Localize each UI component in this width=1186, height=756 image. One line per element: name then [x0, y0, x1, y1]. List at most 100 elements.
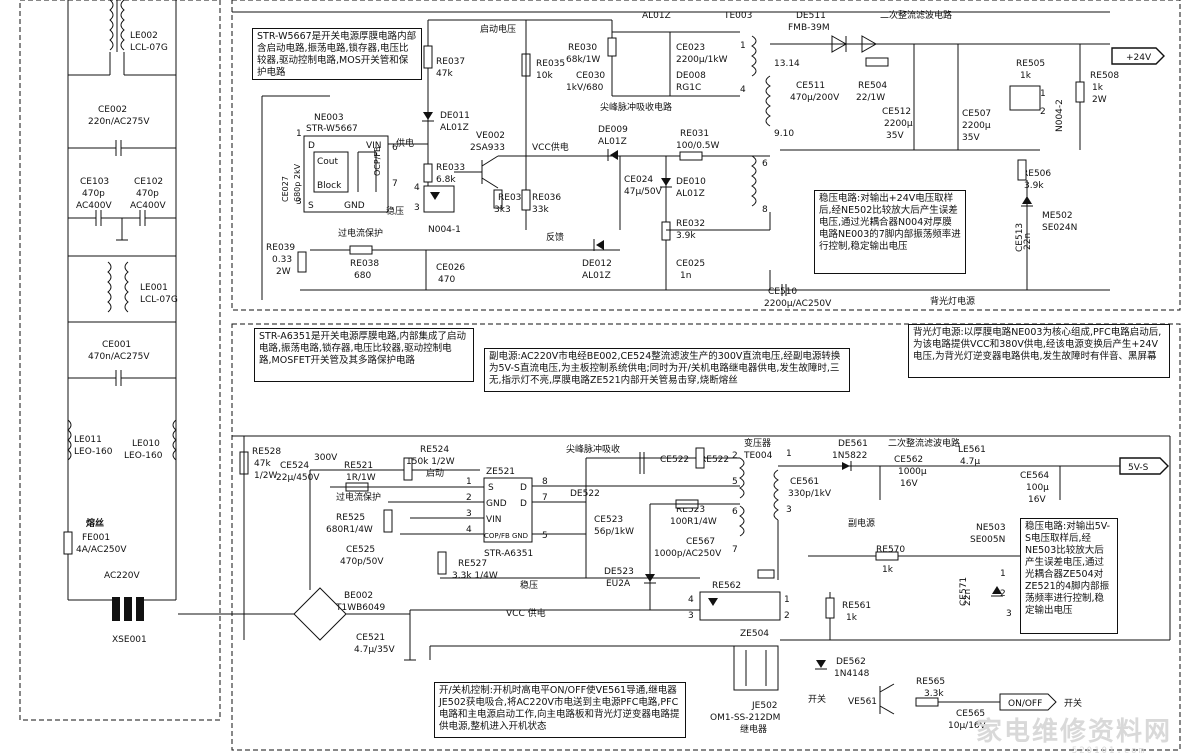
re033-label: RE033: [436, 163, 465, 173]
re527-label: RE527: [458, 559, 487, 569]
ce512-label: CE512: [882, 107, 911, 117]
svg-text:1: 1: [786, 449, 792, 459]
re525-label: RE525: [336, 513, 365, 523]
ce565-label: CE565: [956, 709, 985, 719]
de511-label: DE511: [796, 11, 826, 21]
de010-label: DE010: [676, 177, 706, 187]
regulate2-label: 稳压: [520, 579, 538, 591]
ce002-value: 220n/AC275V: [88, 117, 150, 127]
de011-label: DE011: [440, 111, 470, 121]
re036-value: 33k: [532, 205, 549, 215]
ne503-value: SE005N: [970, 535, 1005, 545]
v5s-label: 5V-S: [1128, 463, 1149, 473]
vcc-supply-label: VCC供电: [532, 141, 569, 153]
re039-watt: 2W: [276, 267, 291, 277]
le002-label: LE002: [130, 31, 158, 41]
ze521-pin-gnd2: GND: [512, 532, 528, 540]
be002-label: BE002: [344, 591, 373, 601]
note-onoff-control: 开/关机控制:开机时高电平ON/OFF使VE561导通,继电器JE502获电吸合…: [434, 682, 686, 738]
svg-text:3: 3: [414, 203, 420, 213]
le010-label: LE010: [132, 439, 160, 449]
le001-label: LE001: [140, 283, 168, 293]
spike2-label: 尖峰脉冲吸收: [566, 443, 620, 455]
svg-text:7: 7: [542, 493, 548, 503]
ce523-value: 56p/1kW: [594, 527, 634, 537]
ce023-label: CE023: [676, 43, 705, 53]
ce103-rating: AC400V: [76, 201, 112, 211]
ce103-label: CE103: [80, 177, 109, 187]
re504-label: RE504: [858, 81, 887, 91]
xse001-label: XSE001: [112, 635, 147, 645]
ne003-pin-ocp: OCP/FB: [373, 147, 382, 177]
svg-text:7: 7: [392, 179, 398, 189]
ce513-label: CE513: [1015, 223, 1025, 252]
svg-text:4: 4: [466, 525, 472, 535]
ce525-value: 470p/50V: [340, 557, 384, 567]
re521-value: 1R/1W: [346, 473, 376, 483]
ne003-pin-s: S: [308, 201, 314, 211]
svg-text:3: 3: [786, 505, 792, 515]
ce002-label: CE002: [98, 105, 127, 115]
ce023-value: 2200μ/1kW: [676, 55, 728, 65]
ce567-value: 1000p/AC250V: [654, 549, 722, 559]
de008-label: DE008: [676, 71, 706, 81]
te003-label: TE003: [723, 11, 752, 21]
left-input-filter: LE002 LCL-07G CE002 220n/AC275V CE103 47…: [19, 0, 221, 721]
re521-label: RE521: [344, 461, 373, 471]
ce024-value: 47μ/50V: [624, 187, 663, 197]
re524-label: RE524: [420, 445, 449, 455]
aux-power-title: 副电源: [848, 517, 875, 529]
ce567-label: CE567: [686, 537, 715, 547]
de561-label: DE561: [838, 439, 868, 449]
ce026-label: CE026: [436, 263, 465, 273]
ne003-value: STR-W5667: [306, 124, 358, 134]
n004-2-label: N004-2: [1055, 99, 1065, 132]
ocp-label: 过电流保护: [338, 227, 383, 239]
ce026-value: 470: [438, 275, 455, 285]
de012-value: AL01Z: [582, 271, 611, 281]
re527-value: 3.3k 1/4W: [452, 571, 498, 581]
re508-watt: 2W: [1092, 95, 1107, 105]
le002-inductor: [109, 0, 125, 52]
le002-type: LCL-07G: [130, 43, 168, 53]
ce561-label: CE561: [790, 477, 819, 487]
ne003-pin-d: D: [308, 141, 315, 151]
n004-1-label: N004-1: [428, 225, 461, 235]
secondary2-title: 二次整流滤波电路: [888, 437, 960, 449]
ce521-value: 4.7μ/35V: [354, 645, 396, 655]
svg-text:2: 2: [1000, 589, 1006, 599]
svg-text:2: 2: [1040, 107, 1046, 117]
svg-text:3: 3: [688, 611, 694, 621]
re570-value: 1k: [882, 565, 894, 575]
ce025-label: CE025: [676, 259, 705, 269]
svg-text:8: 8: [762, 205, 768, 215]
startup-label: 启动: [426, 467, 444, 479]
svg-text:4: 4: [740, 85, 746, 95]
ce024-label: CE024: [624, 175, 653, 185]
ce561-value: 330p/1kV: [788, 489, 832, 499]
re034-label: RE034: [498, 193, 527, 203]
te003-pins-a: 13.14: [774, 59, 800, 69]
re504-value: 22/1W: [856, 93, 885, 103]
ne003-pin-cout: Cout: [317, 157, 338, 167]
le010-type: LEO-160: [124, 451, 163, 461]
ve002-value: 2SA933: [470, 143, 505, 153]
ce510-value: 2200μ/AC250V: [764, 299, 832, 309]
plus24-label: +24V: [1126, 53, 1152, 63]
ce511-value: 470μ/200V: [790, 93, 840, 103]
ze521-label: ZE521: [486, 467, 515, 477]
secondary-title: 二次整流滤波电路: [880, 9, 952, 21]
re505-label: RE505: [1016, 59, 1045, 69]
ce562-label: CE562: [894, 455, 923, 465]
re565-value: 3.3k: [924, 689, 944, 699]
re033-value: 6.8k: [436, 175, 456, 185]
fuse-label: 熔丝: [86, 517, 104, 529]
ze521-pin-cop: COP/FB: [484, 532, 510, 540]
re528-label: RE528: [252, 447, 281, 457]
ze521-pin-s: S: [488, 483, 494, 493]
ce564-value: 100μ: [1026, 483, 1049, 493]
de008-value: RG1C: [676, 83, 701, 93]
ce565-value: 10μ/16V: [948, 721, 987, 731]
le561-value: 4.7μ: [960, 457, 980, 467]
me502-value: SE024N: [1042, 223, 1077, 233]
